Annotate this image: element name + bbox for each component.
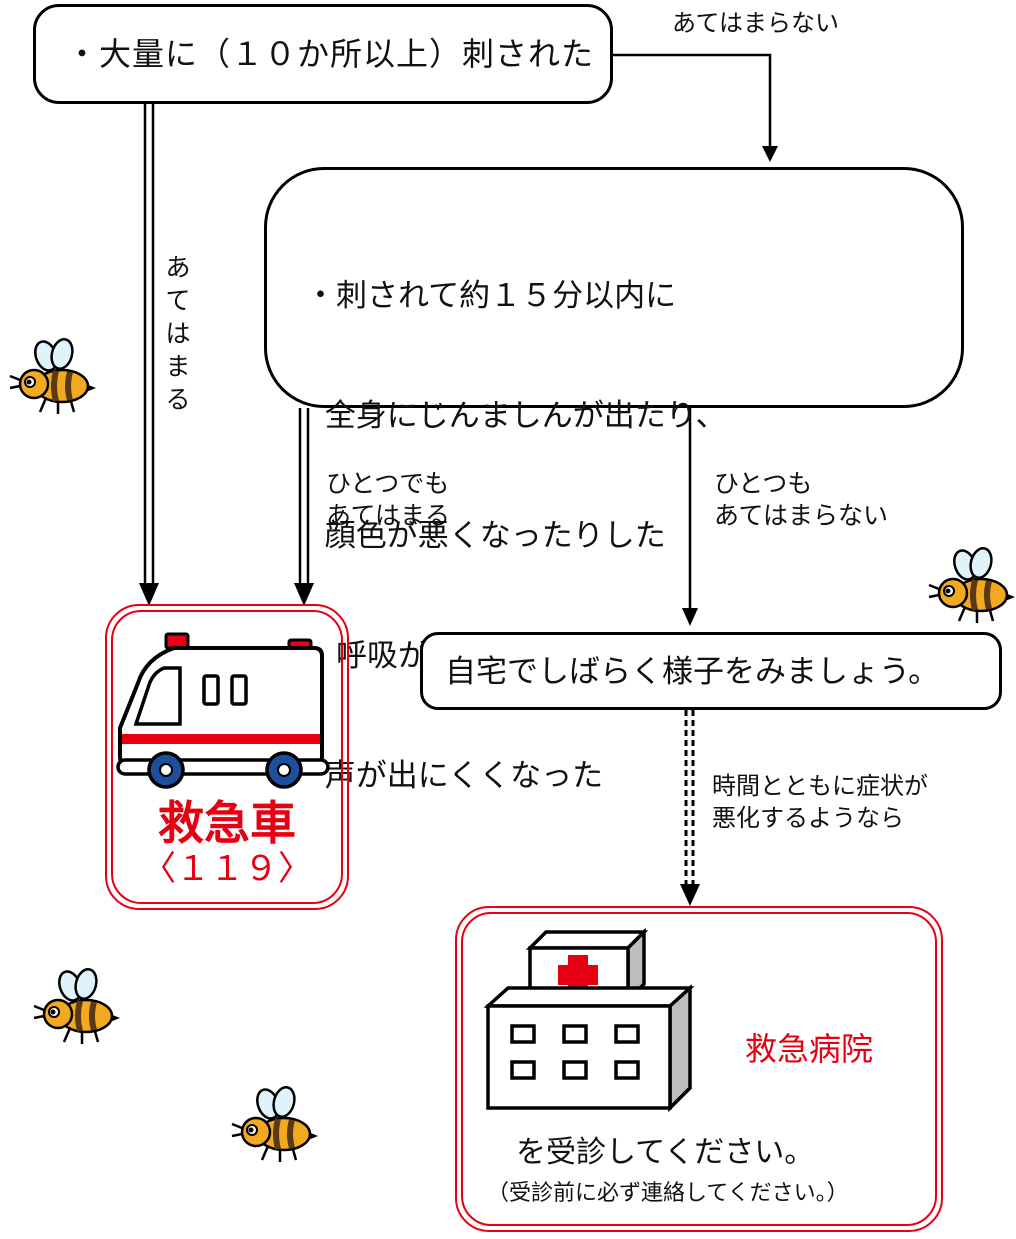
question-1-text: ・大量に（１０か所以上）刺された xyxy=(66,35,595,73)
edge-label-q2-yes: ひとつでも あてはまる xyxy=(326,469,451,530)
question-2-line: 顔色が悪くなったりした xyxy=(305,518,666,554)
ambulance-icon xyxy=(116,632,330,789)
edge-label-q1-no: あてはまらない xyxy=(672,9,840,37)
hospital-card xyxy=(455,906,943,1232)
hospital-title: 救急病院 xyxy=(745,1030,874,1068)
ambulance-card xyxy=(105,604,349,910)
question-box-2: ・刺されて約１５分以内に 全身にじんましんが出たり、 顔色が悪くなったりした ・… xyxy=(264,167,964,794)
home-care-text: 自宅でしばらく様子をみましょう。 xyxy=(445,654,940,690)
edge-label-home-worse: 時間とともに症状が 悪化するようなら xyxy=(712,772,928,832)
hospital-note: （受診前に必ず連絡してください。） xyxy=(487,1181,849,1206)
bee-icon xyxy=(228,1084,320,1166)
home-care-box: 自宅でしばらく様子をみましょう。 xyxy=(420,632,1002,710)
ambulance-card-inner xyxy=(111,610,343,904)
ambulance-title: 救急車 xyxy=(158,796,296,850)
ambulance-number: 〈１１９〉 xyxy=(142,849,312,889)
question-box-1: ・大量に（１０か所以上）刺された xyxy=(33,4,613,104)
bee-icon xyxy=(9,338,96,414)
question-2-line: ・刺されて約１５分以内に xyxy=(305,278,677,314)
edge-q1-no xyxy=(613,53,772,152)
bee-icon xyxy=(925,545,1016,627)
question-2-line: 声が出にくくなった xyxy=(305,758,604,794)
hospital-card-inner xyxy=(461,912,937,1226)
bee-icon xyxy=(30,966,122,1048)
hospital-icon xyxy=(484,927,695,1113)
edge-label-q1-yes: あてはまる xyxy=(165,253,191,414)
question-2-line: 全身にじんましんが出たり、 xyxy=(305,398,727,434)
edge-label-q2-no: ひとつも あてはまらない xyxy=(714,469,889,530)
hospital-instruction: を受診してください。 xyxy=(516,1135,815,1170)
